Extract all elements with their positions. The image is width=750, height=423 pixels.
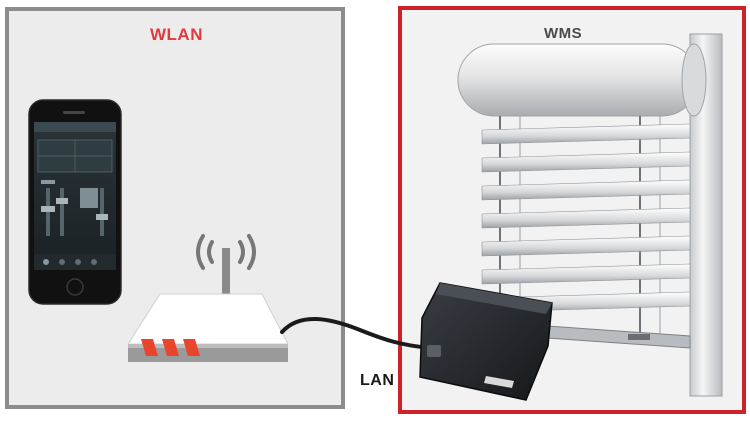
wifi-router-icon [127, 248, 289, 362]
lan-label: LAN [360, 372, 395, 389]
gateway-device-icon [419, 282, 553, 401]
wms-label: WMS [544, 25, 583, 42]
blind-slats [481, 123, 691, 313]
router-led-lights [141, 339, 200, 356]
smartphone-icon [28, 99, 122, 305]
wireless-signal-icon [196, 234, 256, 270]
wlan-label: WLAN [150, 25, 203, 44]
lan-cable-icon [280, 317, 432, 350]
venetian-blind-icon [457, 33, 723, 397]
